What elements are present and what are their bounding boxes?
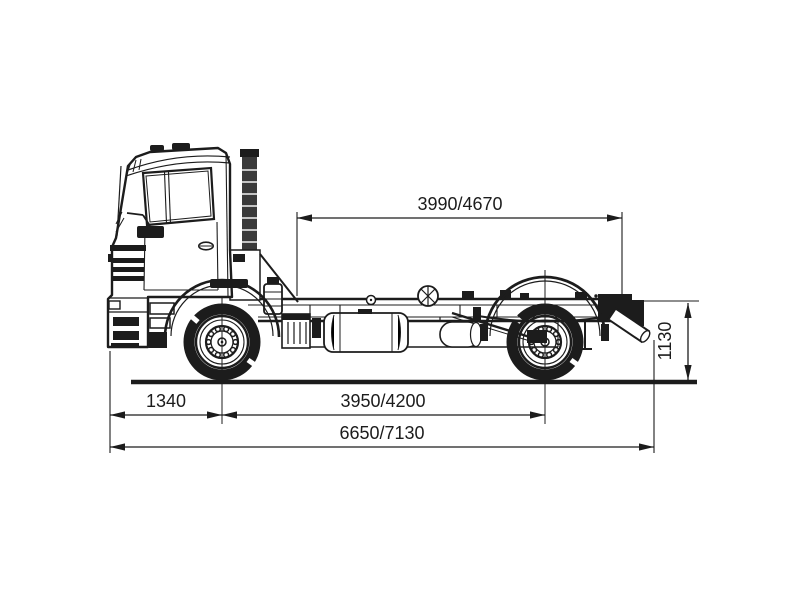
dimension-label-rear-height: 1130	[655, 322, 675, 361]
dimension-overall-length: 6650/7130	[110, 340, 655, 453]
dimension-label-frame-length: 3990/4670	[417, 194, 502, 214]
rear-hitch	[594, 294, 651, 344]
rear-mudguard	[480, 275, 609, 341]
underframe-equipment	[281, 309, 483, 353]
dimension-label-wheelbase: 3950/4200	[340, 391, 425, 411]
dimension-frame-length: 3990/4670	[296, 194, 623, 308]
dimension-label-overall-length: 6650/7130	[339, 423, 424, 443]
dimension-wheelbase: 3950/4200	[222, 391, 545, 419]
exhaust-stack	[229, 149, 299, 315]
truck-drawing	[106, 143, 697, 424]
cab	[106, 143, 281, 349]
dimension-rear-height: 1130	[638, 300, 699, 380]
dimension-front-overhang: 1340	[109, 351, 222, 453]
dimension-label-front-overhang: 1340	[146, 391, 186, 411]
